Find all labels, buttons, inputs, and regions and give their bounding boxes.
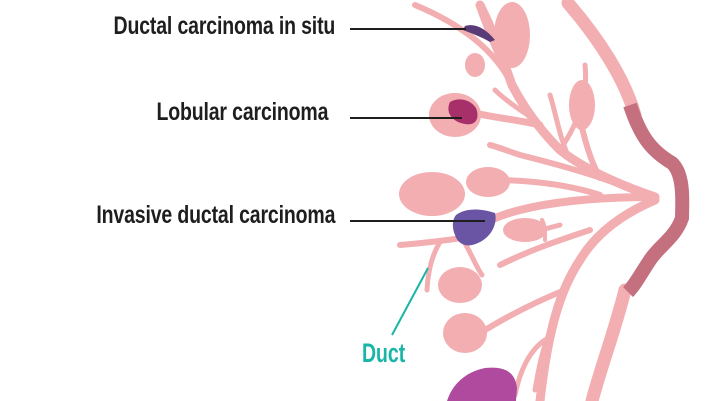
label-invasive-ductal-carcinoma: Invasive ductal carcinoma (96, 201, 335, 229)
label-duct: Duct (362, 338, 406, 368)
ductal-carcinoma-in-situ-tumor (463, 25, 495, 42)
skin-outline-lower (585, 283, 632, 401)
duct-pointer-line (391, 267, 429, 336)
label-ductal-carcinoma-in-situ: Ductal carcinoma in situ (113, 12, 335, 40)
label-lines (350, 28, 485, 222)
ducts (397, 0, 660, 401)
skin-outline-upper (561, 0, 642, 122)
areola (622, 102, 690, 297)
tumor-bottom (447, 367, 517, 401)
label-lobular-carcinoma: Lobular carcinoma (156, 98, 328, 126)
invasive-ductal-carcinoma-tumor (452, 209, 496, 246)
